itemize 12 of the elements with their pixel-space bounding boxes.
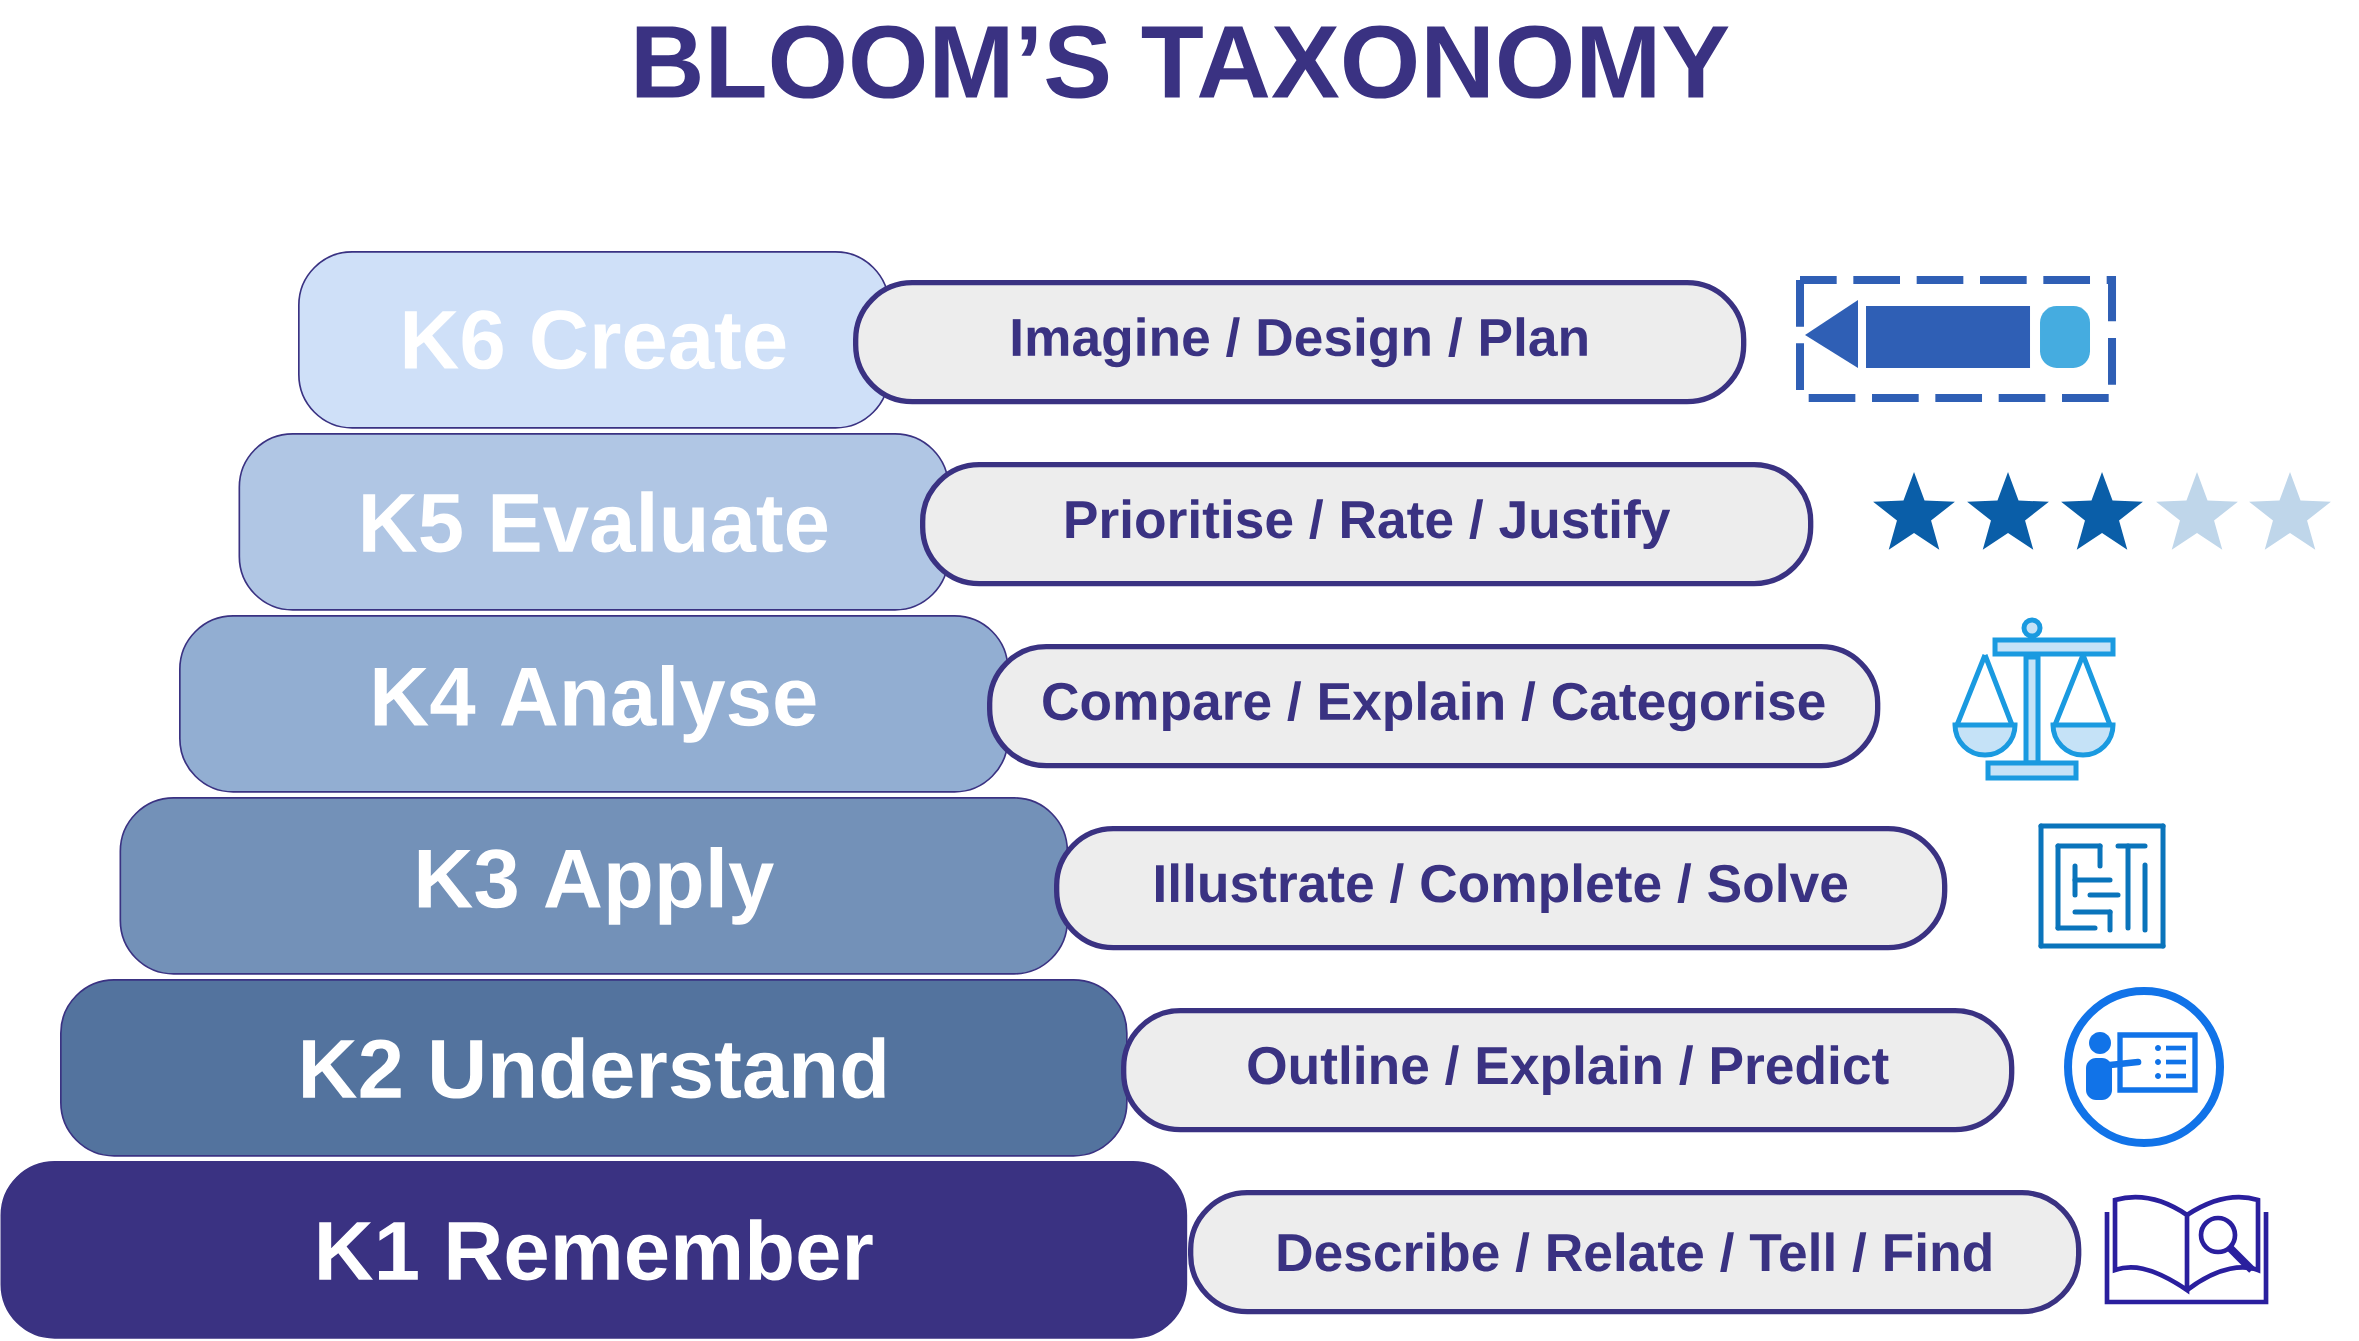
- verb-pill: Imagine / Design / Plan: [853, 280, 1747, 405]
- level-box: K3 Apply: [119, 797, 1069, 975]
- verb-pill: Describe / Relate / Tell / Find: [1188, 1190, 2082, 1315]
- title: BLOOM’S TAXONOMY: [636, 25, 1729, 99]
- verb-pill: Compare / Explain / Categorise: [987, 644, 1881, 769]
- level-box: K4 Analyse: [179, 615, 1009, 793]
- level-box: K5 Evaluate: [238, 433, 950, 611]
- verb-pill: Outline / Explain / Predict: [1121, 1008, 2015, 1133]
- verb-pill: Illustrate / Complete / Solve: [1054, 826, 1948, 951]
- level-box: K2 Understand: [60, 979, 1128, 1157]
- level-box: K1 Remember: [0, 1161, 1188, 1339]
- verb-pill: Prioritise / Rate / Justify: [920, 462, 1814, 587]
